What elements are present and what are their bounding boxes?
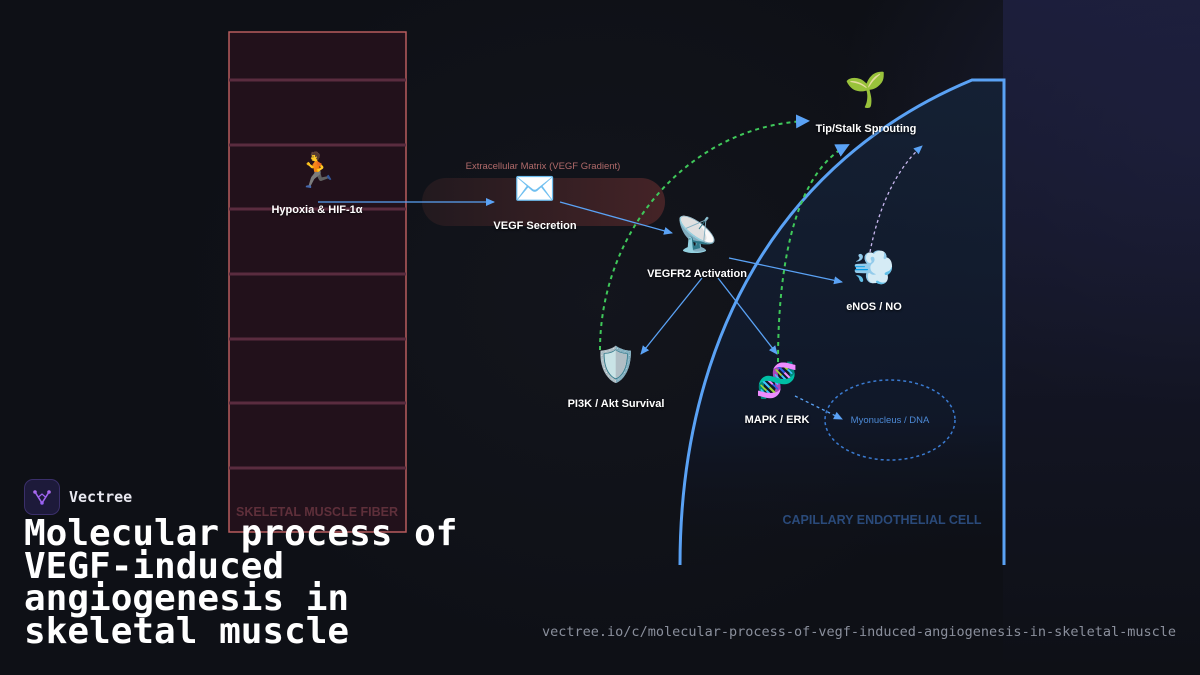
arrow-vegfr2-to-pi3k — [640, 277, 703, 355]
dash-wind-icon: 💨 — [852, 249, 896, 287]
background-side-panel — [1003, 0, 1200, 675]
ecm-label: Extracellular Matrix (VEGF Gradient) — [465, 161, 621, 172]
page-title: Molecular process of VEGF-induced angiog… — [24, 513, 458, 652]
seedling-icon: 🌱 — [844, 71, 888, 109]
muscle-fiber — [228, 31, 407, 533]
brand-name: Vectree — [69, 488, 133, 506]
brand[interactable]: Vectree — [24, 479, 132, 515]
envelope-icon: ✉️ — [513, 170, 557, 208]
arrow-vegfr2-to-enos — [728, 257, 843, 285]
arrow-vegfr2-to-mapk — [717, 277, 778, 355]
node-sprouting-label: Tip/Stalk Sprouting — [815, 123, 917, 135]
satellite-dish-icon: 📡 — [675, 216, 719, 254]
myonucleus-label: Myonucleus / DNA — [850, 415, 930, 426]
capillary-membrane — [678, 78, 1006, 566]
dna-icon: 🧬 — [755, 362, 799, 400]
shield-icon: 🛡️ — [594, 346, 638, 384]
node-enos-label: eNOS / NO — [846, 301, 902, 313]
running-person-icon: 🏃 — [295, 152, 339, 190]
capillary-cell-label: CAPILLARY ENDOTHELIAL CELL — [782, 513, 982, 527]
muscle-striations — [229, 78, 406, 470]
node-vegf-label: VEGF Secretion — [493, 220, 577, 232]
myonucleus — [824, 379, 956, 461]
source-url[interactable]: vectree.io/c/molecular-process-of-vegf-i… — [542, 624, 1176, 640]
arrow-enos-to-sprouting — [869, 145, 923, 253]
node-vegfr2-label: VEGFR2 Activation — [647, 268, 747, 280]
node-pi3k-label: PI3K / Akt Survival — [567, 398, 665, 410]
arrow-mapk-to-nucleus — [794, 395, 843, 420]
node-mapk-label: MAPK / ERK — [744, 414, 810, 426]
arrow-vegf-to-vegfr2 — [559, 201, 673, 235]
muscle-fiber-body — [228, 31, 407, 533]
vectree-logo-icon — [24, 479, 60, 515]
node-hypoxia-label: Hypoxia & HIF-1α — [271, 204, 363, 216]
capillary-cell-fill — [680, 80, 1004, 565]
muscle-fiber-label: SKELETAL MUSCLE FIBER — [235, 505, 399, 519]
arrow-mapk-to-sprouting — [777, 144, 850, 363]
